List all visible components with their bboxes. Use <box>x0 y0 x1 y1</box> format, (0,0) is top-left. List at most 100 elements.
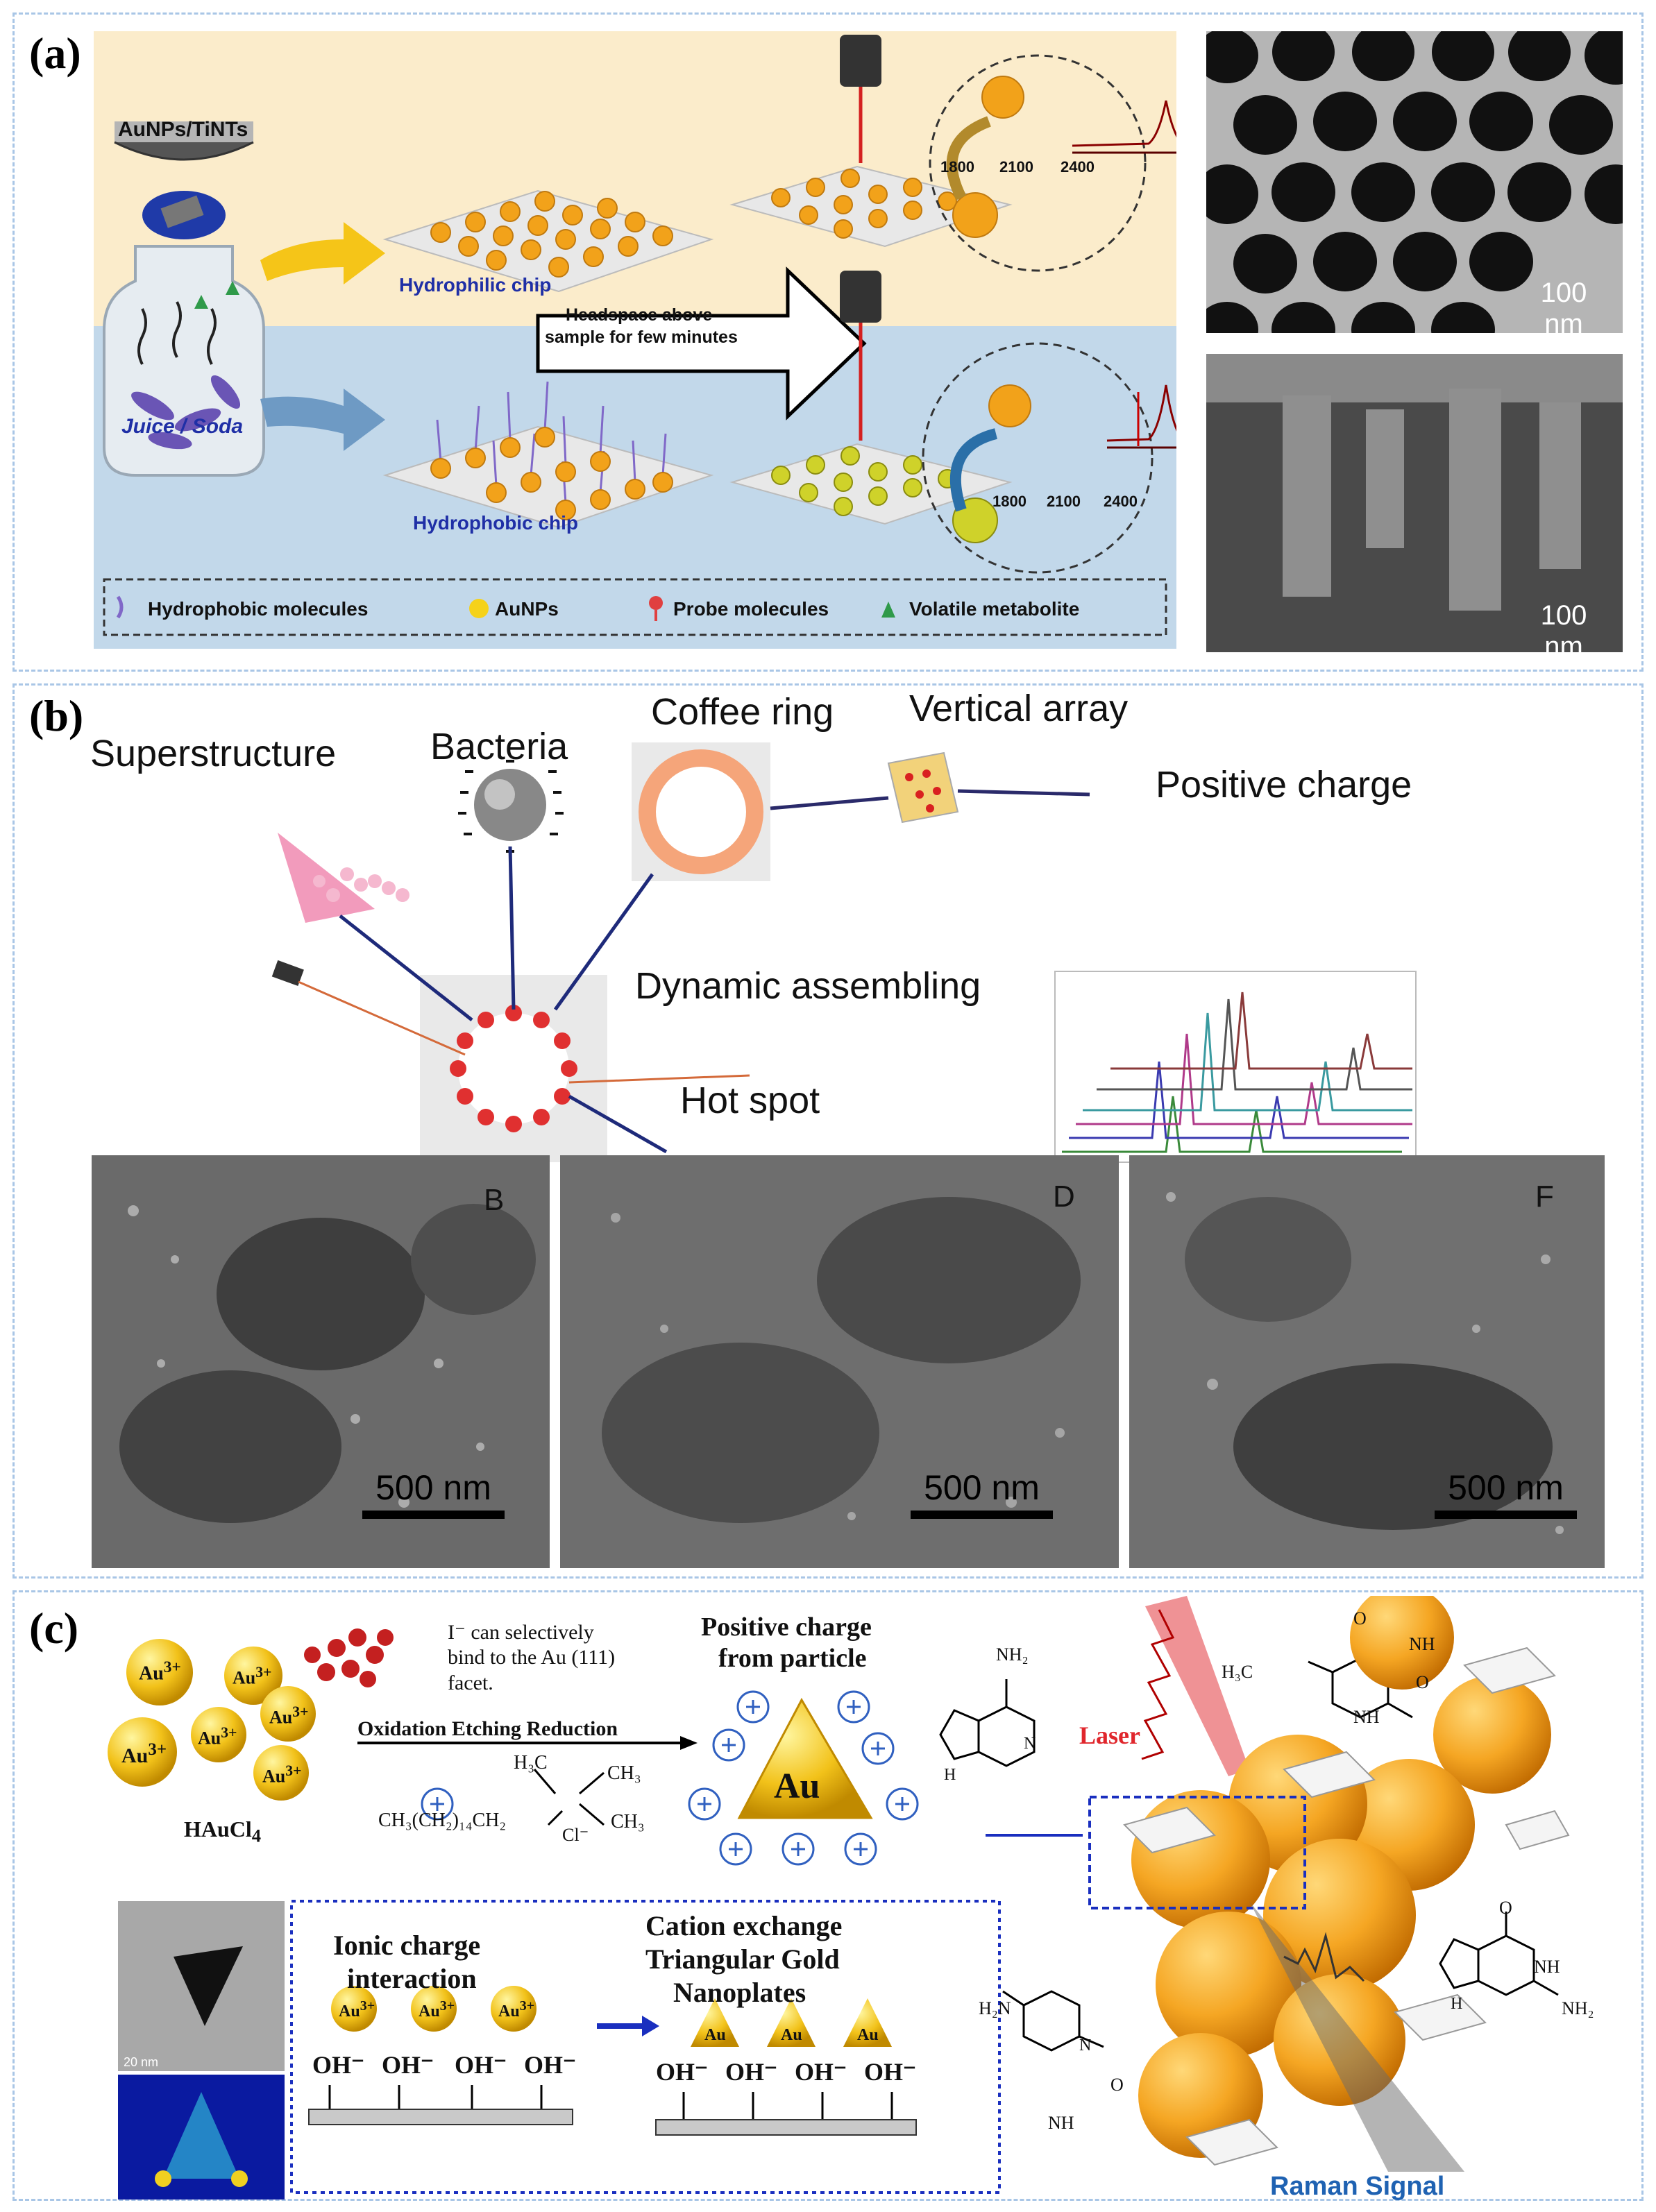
spectrum-top-tick-1800: 1800 <box>940 158 974 176</box>
scatter-path <box>568 1074 750 1084</box>
thymine-nh: NH <box>1409 1634 1435 1654</box>
guanine-nh: NH <box>1534 1957 1560 1977</box>
au3-5-text: Au <box>121 1744 149 1767</box>
sem-b-texture <box>92 1155 550 1568</box>
ionic-substrate <box>308 2109 573 2125</box>
panel-b <box>12 683 1644 1579</box>
ctac-ch3-top: CH₃ <box>607 1762 641 1784</box>
ionic-au3-3-text: Au <box>498 2002 520 2020</box>
hydrophobic-chip-particles <box>430 427 673 520</box>
objective-lens-top <box>840 35 881 87</box>
sem-f-scalebar: 500 nm <box>1435 1467 1577 1519</box>
guanine-structure <box>1439 1912 1559 1996</box>
cation-oh-3: OH⁻ <box>795 2058 847 2086</box>
spectrum-bottom-tick-2400: 2400 <box>1104 493 1138 510</box>
cation-au-3: Au <box>857 2026 879 2044</box>
waterfall-spectra <box>1062 992 1412 1153</box>
thymine-nh-bottom: NH <box>1353 1707 1380 1727</box>
iodide-text-3: facet. <box>448 1671 493 1694</box>
chip-sample <box>160 195 204 228</box>
objective-lens-bottom <box>840 271 881 323</box>
headspace-arrow <box>536 266 867 420</box>
bacteria-4 <box>148 432 192 450</box>
sem-d-texture <box>560 1155 1119 1568</box>
volatile-metabolite-2 <box>226 281 239 295</box>
field-triangle <box>163 2092 239 2179</box>
raman-cone <box>1249 1901 1464 2172</box>
ionic-au3-1-sup: 3+ <box>360 1998 375 2014</box>
au-positive-signs <box>698 1700 909 1856</box>
haucl4-text: HAuCl <box>184 1817 252 1841</box>
volatile-wave-2 <box>172 301 182 358</box>
ionic-au3-1: Au3+ <box>339 1998 375 2021</box>
volatile-wave-3 <box>207 308 217 365</box>
legend-probe-icon <box>649 596 663 610</box>
sem-d-scale-label: 500 nm <box>924 1468 1040 1507</box>
au3-label-5: Au3+ <box>121 1740 167 1768</box>
adenine-structure <box>939 1679 1036 1767</box>
volatile-wave-1 <box>137 308 147 365</box>
legend-box <box>103 578 1167 636</box>
legend-hydrophobic-icon <box>116 595 124 619</box>
sem-side-scalebar: 100 nm <box>1519 600 1609 652</box>
zoom-particle-bottom-2 <box>952 497 998 543</box>
ionic-au3-2: Au3+ <box>419 1998 455 2021</box>
sem-side-tubes <box>1206 354 1623 652</box>
ionic-au3-1-text: Au <box>339 2002 360 2020</box>
hot-spot-particles <box>450 1005 577 1132</box>
sem-side-view: 100 nm <box>1206 354 1623 652</box>
sem-top-pore-pattern <box>1206 31 1623 333</box>
superstructure-shape <box>278 833 375 923</box>
nanoplate-tiles <box>1123 1647 1570 2166</box>
ionic-oh-2: OH⁻ <box>382 2051 434 2079</box>
sem-side-scale-label: 100 nm <box>1540 600 1587 652</box>
ctac-plus-circle <box>421 1787 454 1821</box>
cytosine-h2n: H₂N <box>979 1998 1011 2018</box>
panel-c-label: (c) <box>29 1603 79 1653</box>
bacteria-3 <box>210 375 241 409</box>
au3-1-sup: 3+ <box>163 1658 181 1676</box>
sem-f-scale-line <box>1435 1511 1577 1519</box>
superstructure-arrow <box>339 914 473 1021</box>
cation-au-2: Au <box>781 2026 802 2044</box>
sem-top-scalebar: 100 nm <box>1519 278 1609 333</box>
vertical-array-charges <box>905 769 941 813</box>
au3-4-text: Au <box>198 1728 221 1749</box>
cation-title-3: Nanoplates <box>673 1977 806 2008</box>
oxidation-label: Oxidation Etching Reduction <box>357 1717 618 1740</box>
ctac-h3c: H₃C <box>514 1752 548 1773</box>
sem-d-letter: D <box>1053 1180 1075 1214</box>
haucl4-label: HAuCl4 <box>184 1817 261 1846</box>
legend-probe-molecules: Probe molecules <box>673 598 829 620</box>
legend-aunps-icon <box>469 599 489 618</box>
bacteria-2 <box>174 408 221 432</box>
thymine-h3c: H₃C <box>1222 1662 1253 1682</box>
sem-b-scale-label: 500 nm <box>375 1468 491 1507</box>
hydrophobic-detected-particles <box>771 446 957 516</box>
selection-box <box>1088 1796 1306 1909</box>
hydrophobic-chip-label: Hydrophobic chip <box>413 512 578 534</box>
zoom-circle-top <box>929 54 1147 272</box>
legend-volatile-icon <box>881 602 895 618</box>
headspace-text-2: sample for few minutes <box>545 327 738 347</box>
adenine-h: H <box>944 1766 956 1784</box>
panel-a <box>12 12 1644 672</box>
hydrophilic-chip <box>382 189 714 293</box>
thymine-o-right: O <box>1416 1672 1429 1692</box>
ctac-chain: CH₃(CH₂)₁₄CH₂ <box>378 1810 507 1831</box>
panel-c-schematic-svg <box>108 1585 1570 2200</box>
superstructure-spheres <box>313 867 409 902</box>
ionic-oh-4: OH⁻ <box>524 2051 577 2079</box>
cytosine-n: N <box>1079 2036 1092 2054</box>
sem-top-view: 100 nm <box>1206 31 1623 333</box>
superstructure-label: Superstructure <box>90 733 337 774</box>
ionic-au3-2-text: Au <box>419 2002 440 2020</box>
ionic-bonds <box>328 2085 543 2109</box>
au3-label-3: Au3+ <box>269 1703 308 1728</box>
bacteria-arrow <box>508 846 516 1010</box>
sample-bottle <box>103 245 265 477</box>
positive-charge-title-2: from particle <box>718 1644 867 1673</box>
iodide-text-1: I⁻ can selectively <box>448 1621 594 1644</box>
sem-d-scalebar: 500 nm <box>911 1467 1053 1519</box>
coffee-ring-arrow <box>553 873 654 1011</box>
